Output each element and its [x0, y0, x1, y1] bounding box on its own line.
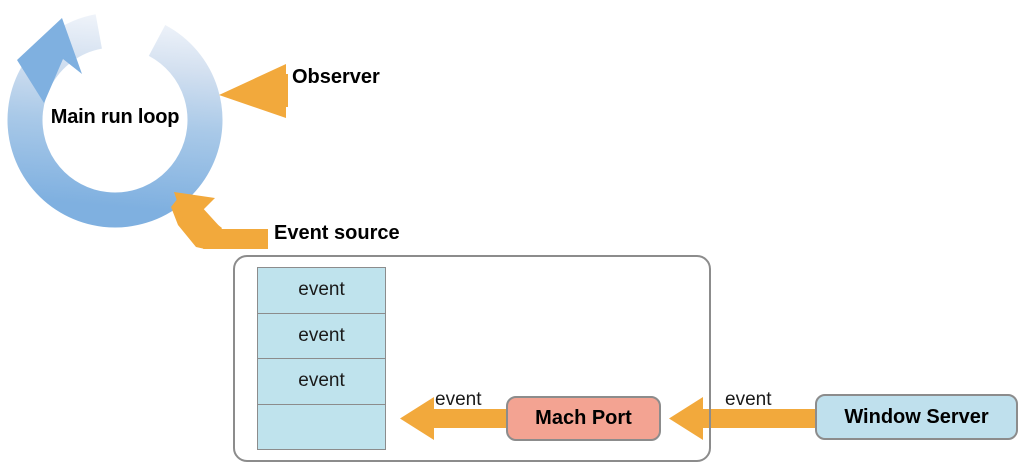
event-queue-cell-empty [257, 403, 386, 450]
main-run-loop-group: Main run loop [0, 0, 250, 245]
event-queue: event event event [257, 267, 386, 450]
observer-label: Observer [292, 66, 380, 88]
run-loop-ring-icon [7, 12, 223, 228]
main-run-loop-label: Main run loop [50, 106, 180, 128]
event-source-label: Event source [274, 222, 400, 244]
event-queue-cell: event [257, 312, 386, 359]
window-server-node: Window Server [815, 394, 1018, 440]
event-queue-cell: event [257, 267, 386, 314]
edge-label-port-to-queue: event [435, 389, 482, 410]
event-source-container [233, 255, 711, 462]
mach-port-node: Mach Port [506, 396, 661, 441]
edge-label-server-to-port: event [725, 389, 772, 410]
event-queue-cell: event [257, 358, 386, 405]
